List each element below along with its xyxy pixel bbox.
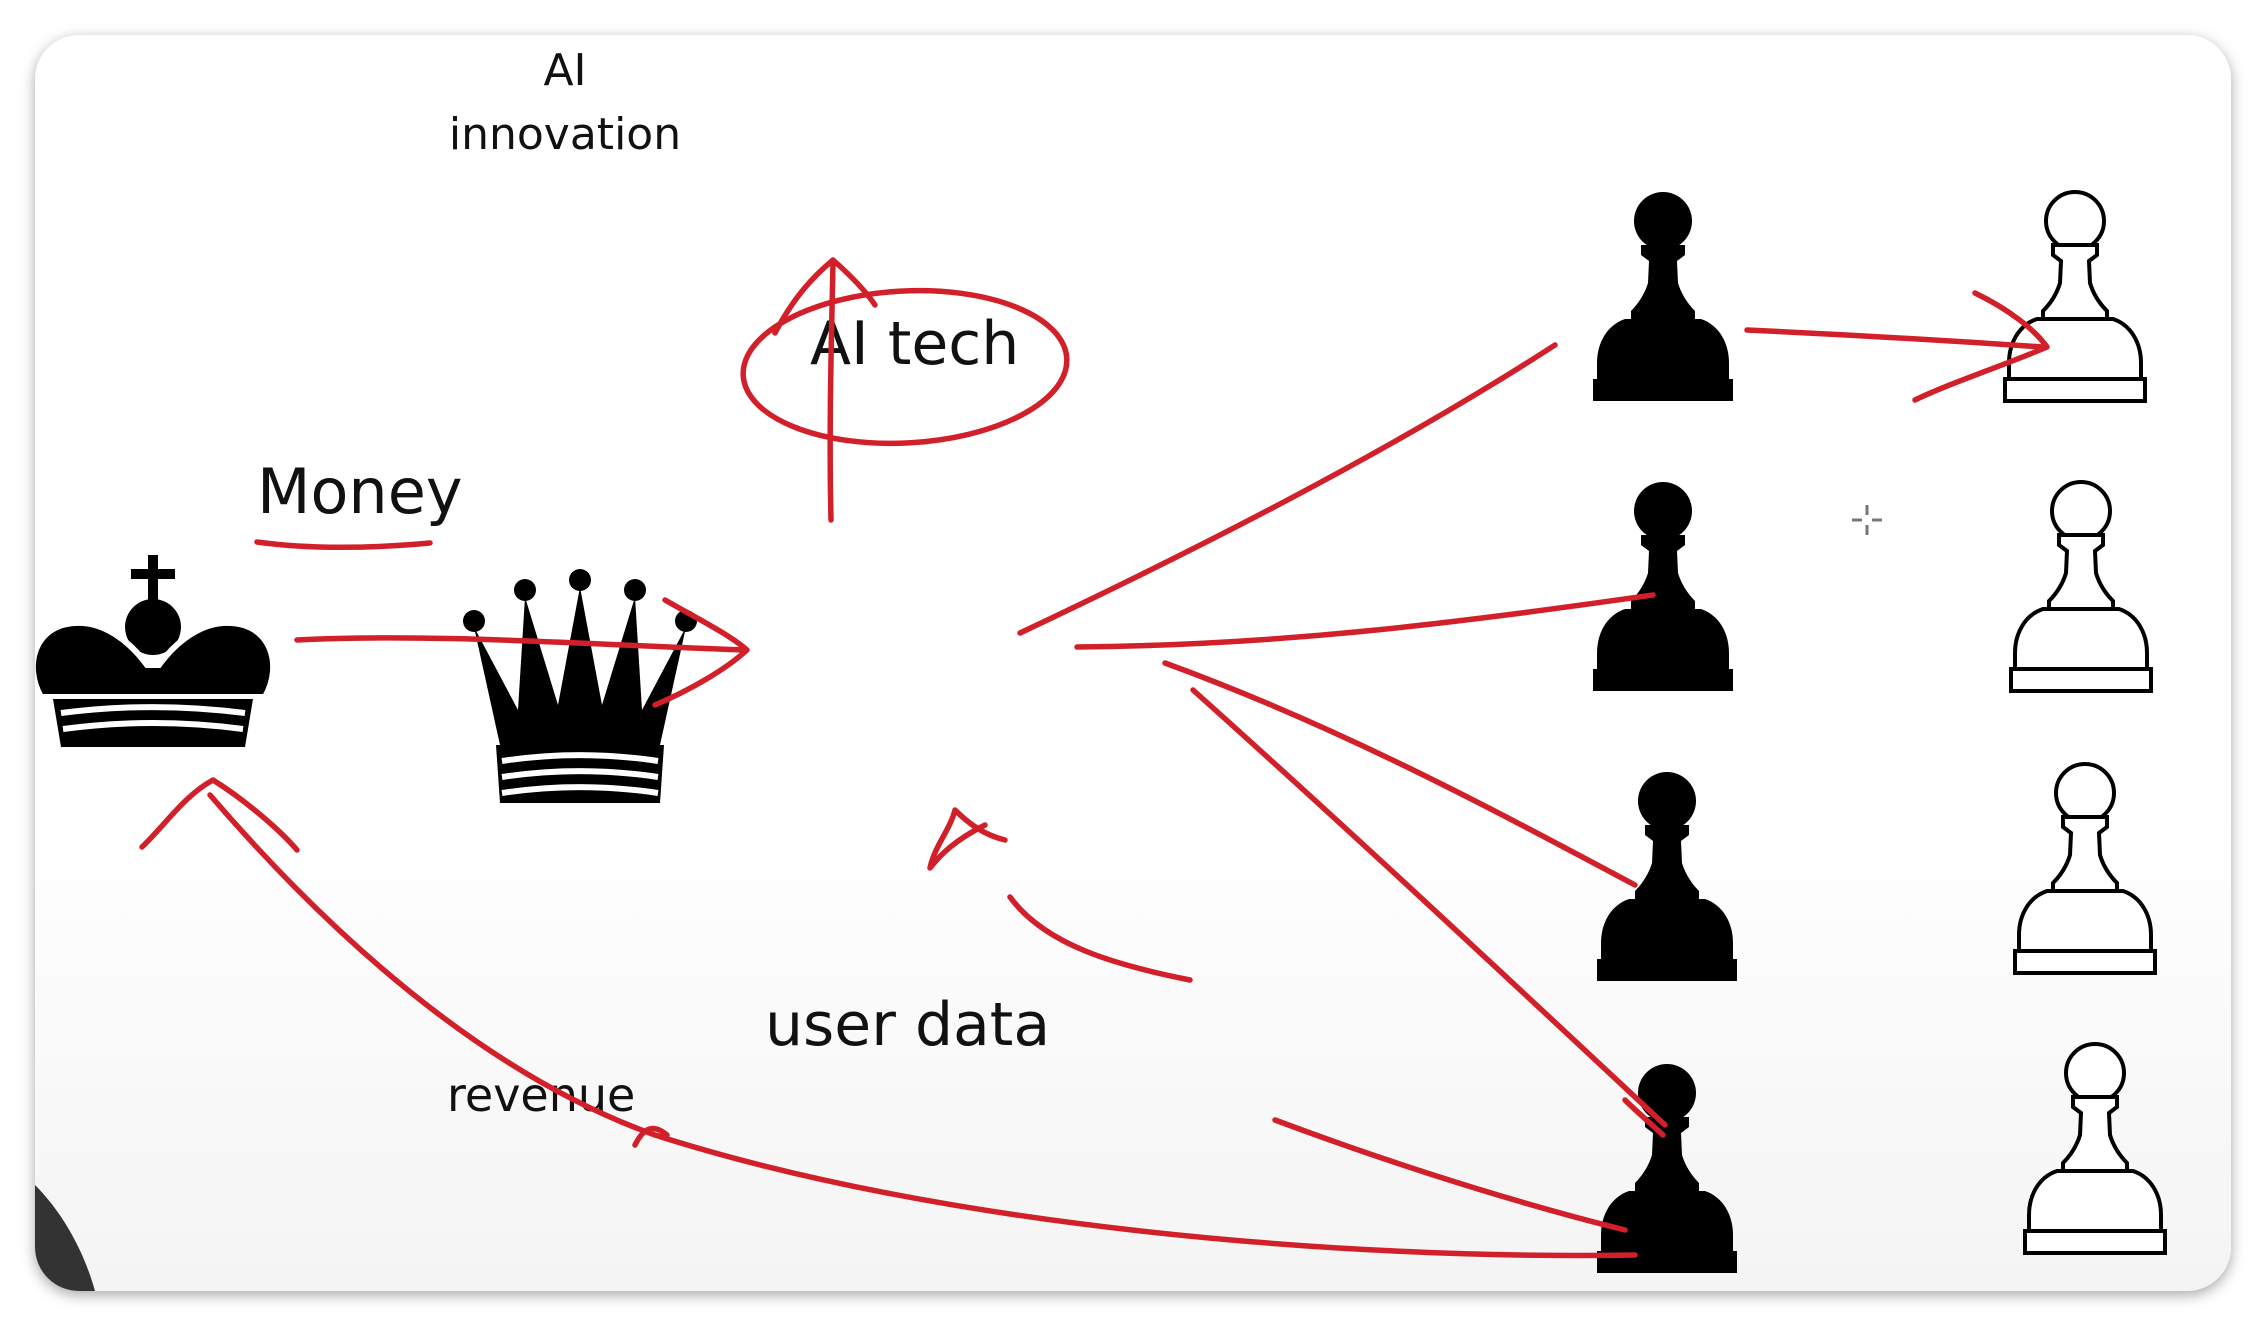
revenue-squiggle — [632, 1125, 670, 1148]
white-pawn-4 — [2023, 1042, 2167, 1255]
innovation-arrow — [827, 260, 836, 523]
black-pawn-4 — [1597, 1064, 1737, 1273]
money-arrowhead — [652, 597, 750, 708]
queen-to-pawn-4-line — [1190, 687, 1668, 1128]
queen-to-pawn-3-line — [1162, 660, 1638, 888]
white-pawn-1 — [2003, 190, 2147, 403]
black-pawn-2 — [1593, 482, 1733, 691]
pawn-to-pawn-arrowhead — [1912, 290, 2050, 403]
black-king-icon — [35, 555, 277, 747]
money-underline — [254, 539, 433, 551]
white-pawn-3 — [2013, 762, 2157, 975]
money-arrow — [294, 635, 748, 653]
user-data-arrow — [1007, 894, 1193, 983]
queen-to-pawn-1-line — [1017, 342, 1558, 636]
black-pawn-1 — [1593, 192, 1733, 401]
ai-innovation-label-line1: AI — [543, 45, 586, 96]
revenue-arrowhead — [139, 777, 300, 853]
ai-tech-circle — [740, 287, 1070, 447]
presenter-shoulder — [35, 1185, 95, 1291]
white-pawn-2 — [2009, 480, 2153, 693]
diagram-canvas: AI innovation AI tech Money user data re… — [35, 45, 2167, 1291]
money-label: Money — [257, 455, 463, 528]
red-annotations — [139, 257, 2050, 1259]
revenue-arrow — [207, 792, 1638, 1259]
pawn-to-user-data-line — [1272, 1117, 1628, 1233]
ai-tech-label: AI tech — [810, 309, 1019, 379]
black-queen-icon — [463, 569, 697, 803]
user-data-arrowhead — [927, 807, 1008, 871]
queen-to-pawn-2-line — [1074, 592, 1656, 650]
pawn-to-pawn-arrow — [1744, 327, 2046, 350]
innovation-arrowhead — [772, 257, 878, 336]
ai-innovation-label-line2: innovation — [449, 109, 681, 160]
user-data-label: user data — [765, 990, 1050, 1060]
crosshair-cursor-icon — [1852, 505, 1882, 535]
pawn-4-arrowhead — [1622, 1097, 1666, 1138]
diagram-frame: AI innovation AI tech Money user data re… — [35, 35, 2231, 1291]
